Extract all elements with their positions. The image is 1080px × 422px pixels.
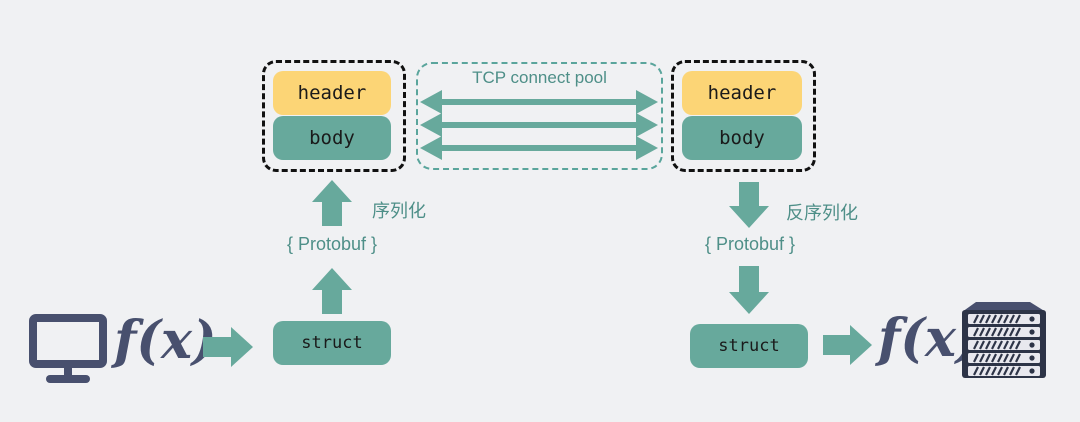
right-body-block: body — [682, 116, 802, 160]
tcp-pool-container — [416, 62, 663, 170]
right-protobuf-label: { Protobuf } — [704, 234, 796, 254]
right-header-block: header — [682, 71, 802, 115]
left-protobuf-label: { Protobuf } — [286, 234, 378, 254]
left-header-block: header — [273, 71, 391, 115]
tcp-connection-arrow-2 — [420, 113, 658, 137]
left-packet-container — [262, 60, 406, 172]
left-struct-block: struct — [273, 321, 391, 365]
tcp-connection-arrow-3 — [420, 136, 658, 160]
serialize-label: 序列化 — [372, 201, 426, 222]
tcp-pool-label: TCP connect pool — [472, 68, 607, 87]
tcp-connection-arrow-1 — [420, 90, 658, 114]
left-body-block: body — [273, 116, 391, 160]
right-packet-container — [671, 60, 816, 172]
left-function-label: f(x) — [114, 310, 217, 371]
deserialize-label: 反序列化 — [786, 203, 858, 224]
right-struct-block: struct — [690, 324, 808, 368]
